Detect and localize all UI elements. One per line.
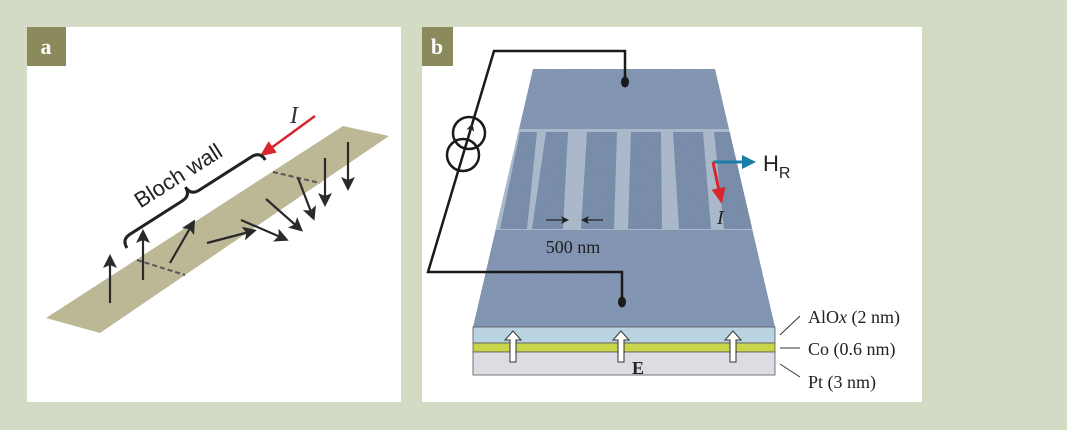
spin-arrow <box>169 219 195 264</box>
panel-b-label-box <box>422 27 453 66</box>
wall-boundary-right <box>272 171 321 184</box>
panel-b-label: b <box>431 34 443 59</box>
layer-label-co: Co (0.6 nm) <box>808 339 896 360</box>
spin-arrow <box>206 226 257 245</box>
spin-arrow <box>265 198 303 232</box>
current-arrow-b <box>711 161 726 204</box>
scale-label: 500 nm <box>546 237 601 257</box>
hollow-up-arrow-icon <box>723 330 743 363</box>
wall-boundary-left <box>136 259 186 276</box>
current-source-icon <box>451 115 487 151</box>
panel-a-label-box <box>27 27 66 66</box>
contact-top <box>621 76 629 88</box>
layer-label-alox: AlOx (2 nm) <box>808 307 900 328</box>
hollow-up-arrow-icon <box>611 330 631 363</box>
circuit <box>426 49 629 308</box>
field-E-label: E <box>632 358 644 378</box>
sample-sem-image <box>472 69 776 376</box>
magnetic-strip <box>46 126 389 333</box>
hollow-up-arrow-icon <box>503 330 523 363</box>
current-arrow-a <box>259 114 316 157</box>
electric-field-arrows <box>503 330 743 363</box>
panel-a: a I Bloch wall <box>27 27 401 402</box>
panel-b: b E <box>422 27 922 402</box>
current-label-b: I <box>716 207 725 229</box>
spin-arrow <box>296 177 316 221</box>
panel-a-label: a <box>41 34 52 59</box>
spin-arrow <box>240 218 289 242</box>
current-label-a: I <box>289 103 299 129</box>
magnetization-arrows <box>103 142 355 303</box>
contact-bottom <box>618 296 626 308</box>
layer-leader-lines <box>779 315 801 378</box>
field-label-HR: HR <box>763 151 790 182</box>
layer-label-pt: Pt (3 nm) <box>808 372 876 393</box>
